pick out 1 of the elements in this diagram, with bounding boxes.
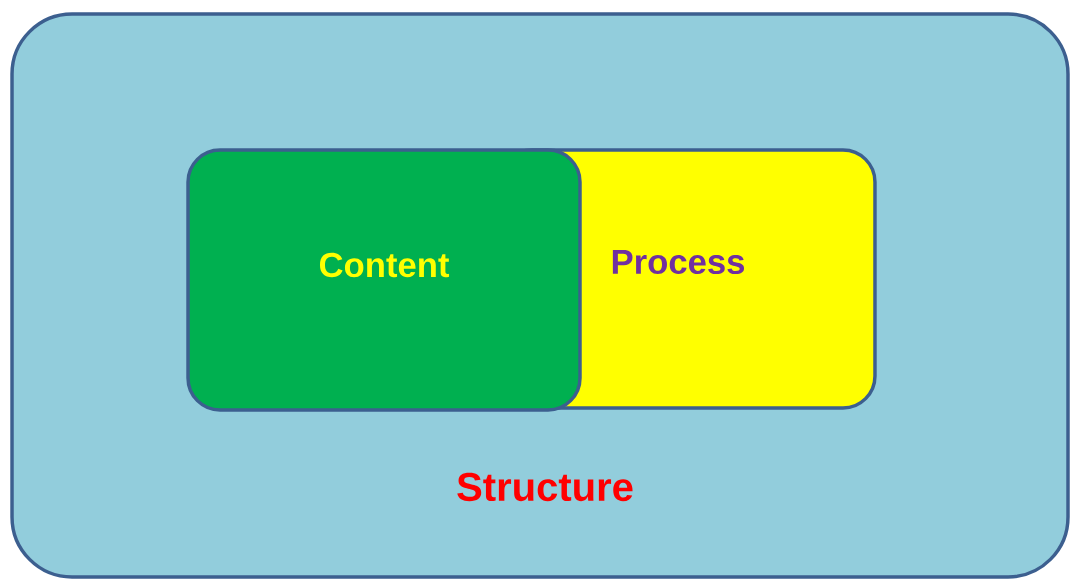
content-box: Content [186,148,582,412]
